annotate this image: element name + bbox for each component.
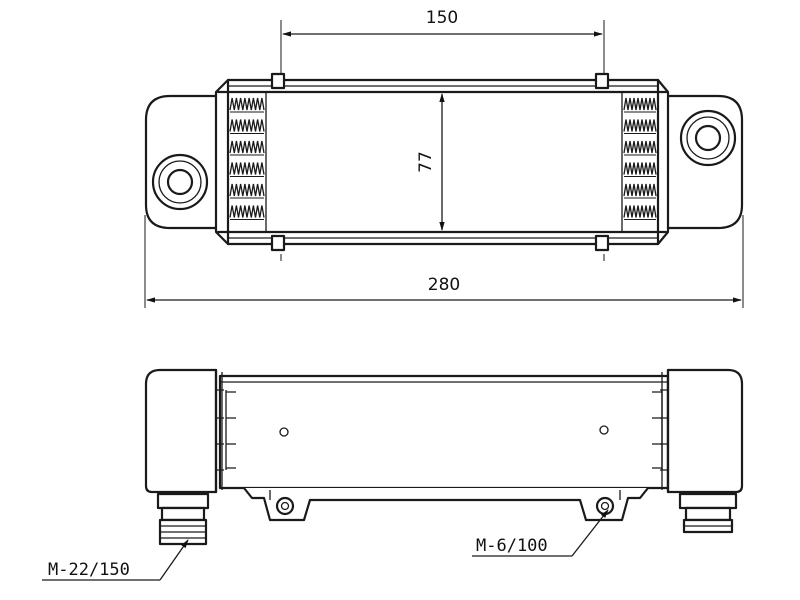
side-core-body <box>218 374 670 490</box>
fin-row <box>229 162 265 175</box>
fin-row <box>623 119 657 132</box>
dimension-height: 77 <box>416 93 445 231</box>
fin-row <box>229 205 265 218</box>
dimension-overall-length-label: 280 <box>428 275 460 295</box>
fin-row <box>623 140 657 154</box>
right-end-flange <box>661 94 744 230</box>
fin-row <box>623 162 657 175</box>
side-view: M-22/150 M-6/100 <box>42 368 744 581</box>
top-view: 150 77 280 <box>144 8 744 308</box>
fin-row <box>623 97 657 111</box>
dimension-top-width-label: 150 <box>426 8 458 28</box>
callout-bolt: M-6/100 <box>472 509 609 557</box>
dimension-height-label: 77 <box>416 151 436 173</box>
dimension-top-width: 150 <box>282 8 603 37</box>
mounting-rail <box>242 486 650 522</box>
right-end-tank <box>660 368 744 494</box>
callout-bolt-label: M-6/100 <box>476 536 548 556</box>
fin-row <box>229 97 265 111</box>
fin-row <box>623 205 657 218</box>
left-end-tank <box>144 368 224 494</box>
callout-thread-label: M-22/150 <box>48 560 130 580</box>
left-end-flange <box>144 94 218 230</box>
left-threaded-fitting <box>156 492 210 546</box>
fin-row <box>229 119 265 132</box>
dimension-overall-length: 280 <box>146 275 742 303</box>
fin-row <box>229 140 265 154</box>
fin-row <box>229 183 265 197</box>
fin-row <box>623 183 657 197</box>
cooling-fins-left <box>229 97 265 220</box>
cooling-fins-right <box>623 97 657 220</box>
right-threaded-fitting <box>678 492 738 534</box>
callout-thread: M-22/150 <box>42 539 189 581</box>
